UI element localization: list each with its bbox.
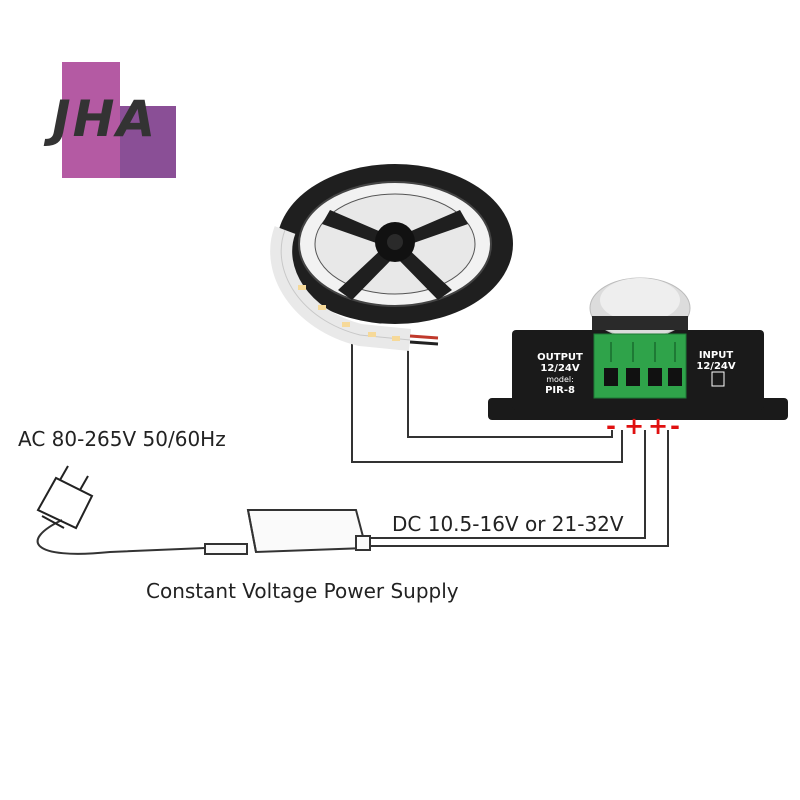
wire-psu-positive [368, 430, 646, 539]
logo-block-pink [62, 62, 120, 178]
wires [36, 340, 669, 555]
psu-caption: Constant Voltage Power Supply [146, 579, 459, 603]
wire-strip-negative [351, 340, 623, 463]
output-label: OUTPUT 12/24V model: PIR-8 [537, 352, 583, 396]
jha-logo: JHA [52, 62, 192, 178]
dc-output-label: DC 10.5-16V or 21-32V [392, 512, 624, 536]
wire-strip-positive [407, 345, 613, 438]
power-supply-brick [204, 509, 371, 555]
ac-cable [36, 519, 206, 555]
ac-input-label: AC 80-265V 50/60Hz [18, 427, 226, 451]
logo-block-purple [120, 106, 176, 178]
terminal-polarity-2: + [624, 412, 645, 440]
ac-plug [36, 465, 94, 530]
terminal-polarity-1: - [606, 412, 616, 440]
input-label: INPUT 12/24V [696, 350, 736, 372]
pir-module [488, 277, 788, 420]
recycle-bin-icon [711, 371, 725, 387]
logo-text: JHA [52, 90, 158, 148]
terminal-polarity-4: - [670, 412, 680, 440]
terminal-polarity-3: + [648, 412, 669, 440]
led-strip-reel [270, 164, 513, 351]
wire-psu-negative [368, 430, 669, 547]
